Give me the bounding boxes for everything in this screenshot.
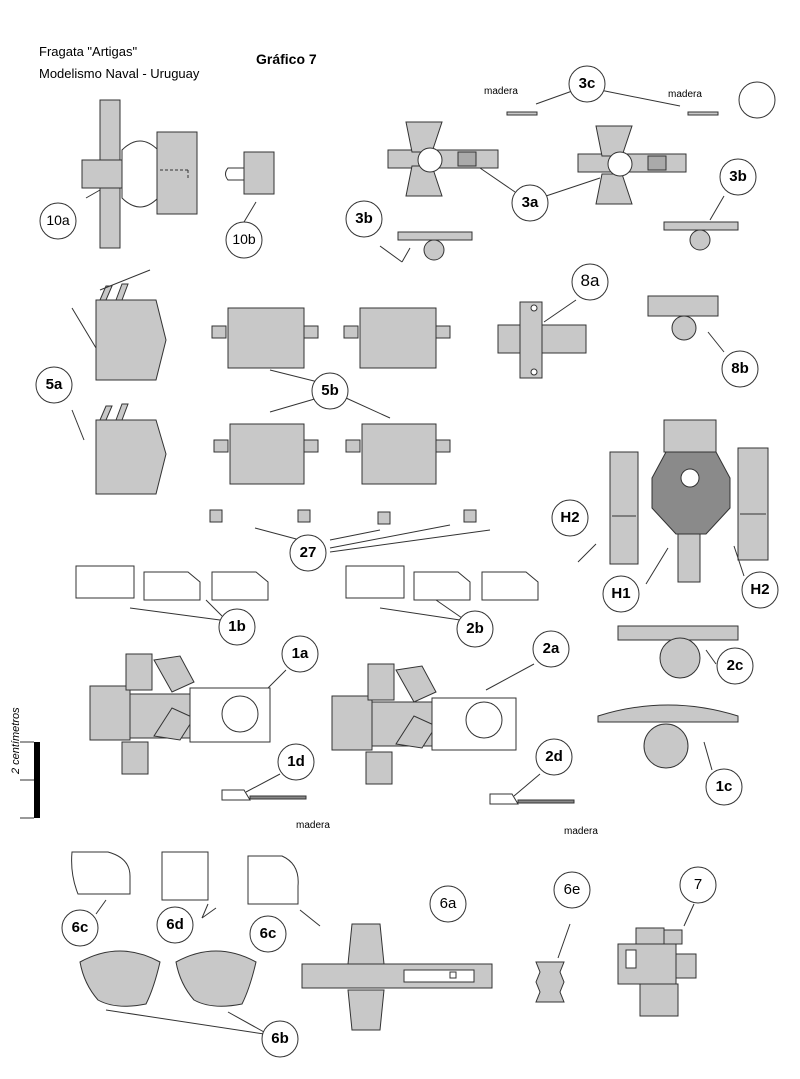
part-1b <box>75 565 269 621</box>
part-8a <box>497 299 587 379</box>
callout-H1: H1 <box>611 585 631 602</box>
part-6a <box>301 923 493 1031</box>
wood-label-2: madera <box>668 89 702 100</box>
part-3a-left <box>387 121 516 197</box>
part-6d <box>161 851 217 919</box>
callout-3b-right: 3b <box>729 168 747 185</box>
part-1c <box>597 704 739 771</box>
header-model-name: Fragata "Artigas" <box>39 44 138 59</box>
callout-H2-left: H2 <box>560 509 580 526</box>
callout-2c: 2c <box>726 657 744 674</box>
part-H2-right <box>733 447 769 577</box>
wood-label-3: madera <box>296 820 330 831</box>
callout-3b-left: 3b <box>355 210 373 227</box>
part-3c <box>506 81 776 119</box>
sheet-title: Gráfico 7 <box>256 51 317 67</box>
part-H2-left <box>577 451 639 565</box>
part-6b <box>79 950 265 1035</box>
part-3a-right <box>545 125 687 205</box>
part-2a <box>331 663 535 785</box>
part-H1 <box>645 419 731 585</box>
callout-1b: 1b <box>228 618 246 635</box>
part-7 <box>617 903 697 1017</box>
callout-1c: 1c <box>715 778 733 795</box>
scale-label: 2 centímetros <box>10 707 22 774</box>
part-2b <box>345 565 539 621</box>
part-3b-right <box>663 195 739 251</box>
part-5a-upper <box>71 269 167 381</box>
callout-8a: 8a <box>580 271 600 290</box>
callout-6d: 6d <box>166 916 184 933</box>
callout-1d: 1d <box>287 753 305 770</box>
callout-2b: 2b <box>466 620 484 637</box>
callout-10b: 10b <box>232 231 256 247</box>
part-27 <box>209 509 491 553</box>
callout-5b: 5b <box>321 382 339 399</box>
callout-1a: 1a <box>291 645 309 662</box>
part-10b <box>225 151 275 223</box>
wood-label-1: madera <box>484 86 518 97</box>
part-6c-left <box>71 851 131 915</box>
callout-2a: 2a <box>542 640 560 657</box>
part-10a <box>81 99 198 249</box>
callout-6a: 6a <box>439 895 457 912</box>
part-1d <box>221 773 307 801</box>
callout-27: 27 <box>299 544 317 561</box>
part-6c-right <box>247 855 321 927</box>
callout-6b: 6b <box>271 1030 289 1047</box>
callout-6c-left: 6c <box>71 919 89 936</box>
scale-bar <box>20 741 40 819</box>
callout-6e: 6e <box>563 881 581 898</box>
part-2c <box>617 625 739 679</box>
callout-7: 7 <box>693 876 703 893</box>
callout-3a: 3a <box>521 194 539 211</box>
callout-H2-right: H2 <box>750 581 770 598</box>
part-1a <box>89 653 287 775</box>
callout-10a: 10a <box>46 212 70 228</box>
part-6e <box>535 923 571 1003</box>
part-3b-left <box>379 231 473 263</box>
callout-5a: 5a <box>45 376 63 393</box>
part-5b <box>211 307 451 485</box>
callout-6c-right: 6c <box>259 925 277 942</box>
part-2d <box>489 773 575 805</box>
callout-3c: 3c <box>578 75 596 92</box>
callout-2d: 2d <box>545 748 563 765</box>
wood-label-4: madera <box>564 826 598 837</box>
part-8b <box>647 295 725 353</box>
header-subtitle: Modelismo Naval - Uruguay <box>39 66 200 81</box>
part-5a-lower <box>71 403 167 495</box>
callout-8b: 8b <box>731 360 749 377</box>
